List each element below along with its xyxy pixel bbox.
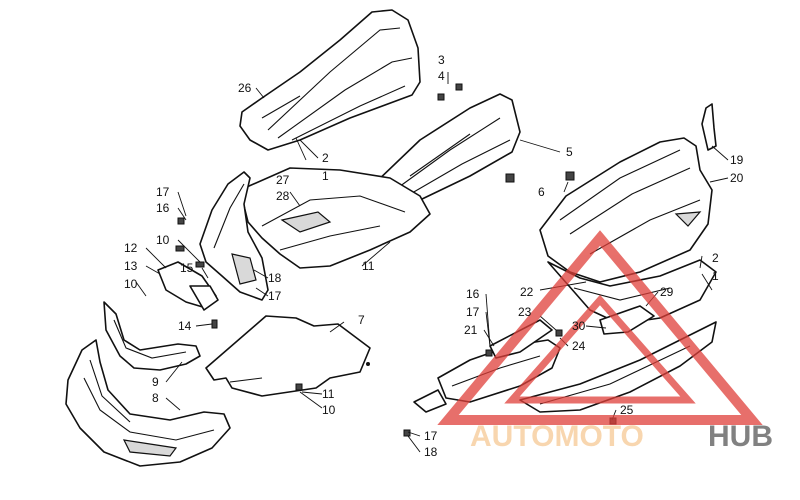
left-side-panel (199, 171, 269, 301)
callout-13: 13 (124, 259, 138, 273)
callout-11: 11 (322, 387, 335, 401)
watermark-text-hub: HUB (708, 420, 773, 453)
callout-17: 17 (424, 429, 438, 443)
small-bracket-assembly (157, 245, 219, 329)
callout-11: 11 (362, 259, 375, 273)
callout-10: 10 (156, 233, 170, 247)
callout-17: 17 (268, 289, 282, 303)
callout-14: 14 (178, 319, 192, 333)
watermark-text-automoto: AUTOMOTO (470, 420, 644, 453)
callout-24: 24 (572, 339, 586, 353)
callouts: 26 3 4 2 1 27 28 5 6 19 20 17 16 10 12 1… (124, 53, 744, 459)
callout-25: 25 (620, 403, 634, 417)
callout-22: 22 (520, 285, 534, 299)
callout-21: 21 (464, 323, 478, 337)
callout-2: 2 (712, 251, 719, 265)
belly-pan (205, 315, 371, 397)
left-body-pan (239, 167, 431, 269)
callout-18: 18 (268, 271, 282, 285)
callout-9: 9 (152, 375, 159, 389)
callout-30: 30 (572, 319, 586, 333)
callout-6: 6 (538, 185, 545, 199)
lower-trim-piece (103, 301, 201, 371)
callout-15: 15 (180, 261, 194, 275)
callout-29: 29 (660, 285, 674, 299)
callout-19: 19 (730, 153, 744, 167)
callout-28: 28 (276, 189, 290, 203)
callout-1: 1 (322, 169, 329, 183)
callout-16: 16 (466, 287, 480, 301)
callout-10: 10 (124, 277, 138, 291)
callout-17: 17 (466, 305, 480, 319)
callout-17: 17 (156, 185, 170, 199)
callout-26: 26 (238, 81, 252, 95)
callout-2: 2 (322, 151, 329, 165)
leader-lines (135, 72, 729, 453)
front-bumper (65, 339, 231, 467)
callout-27: 27 (276, 173, 290, 187)
callout-10: 10 (322, 403, 336, 417)
callout-5: 5 (566, 145, 573, 159)
right-upper-body (539, 103, 717, 283)
upper-dash-panel (239, 9, 421, 151)
callout-16: 16 (156, 201, 170, 215)
fasteners (177, 83, 575, 357)
watermark-logo: AUTOMOTO HUB (437, 230, 773, 453)
callout-23: 23 (518, 305, 532, 319)
callout-3: 3 (438, 53, 445, 67)
callout-1: 1 (712, 269, 719, 283)
callout-12: 12 (124, 241, 138, 255)
callout-4: 4 (438, 69, 445, 83)
callout-7: 7 (358, 313, 365, 327)
callout-8: 8 (152, 391, 159, 405)
callout-20: 20 (730, 171, 744, 185)
callout-18: 18 (424, 445, 438, 459)
